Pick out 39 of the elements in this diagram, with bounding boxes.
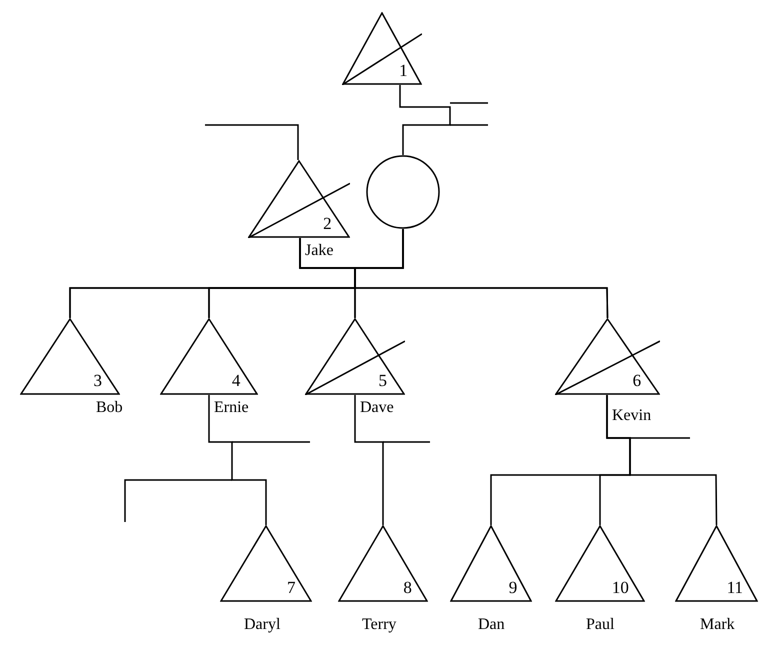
person-number: 11 — [726, 579, 744, 596]
male-triangle — [450, 525, 532, 602]
male-triangle — [675, 525, 758, 602]
person-name: Daryl — [244, 617, 280, 633]
male-triangle — [555, 525, 645, 602]
kinship-line — [606, 395, 718, 525]
person-number: 2 — [323, 215, 332, 232]
male-triangle — [20, 318, 120, 395]
male-triangle — [305, 318, 405, 395]
person-number: 4 — [232, 372, 240, 389]
kinship-line — [354, 395, 384, 525]
person-number: 8 — [403, 579, 412, 596]
kinship-line — [205, 124, 299, 160]
person-name: Mark — [700, 617, 735, 633]
person-name: Kevin — [612, 408, 652, 424]
person-name: Paul — [586, 617, 614, 633]
person-name: Terry — [362, 617, 396, 633]
person-number: 10 — [612, 579, 629, 596]
person-name: Jake — [305, 243, 334, 259]
male-triangle — [338, 525, 428, 602]
person-number: 7 — [286, 579, 296, 596]
person-name: Bob — [96, 400, 123, 416]
person-name: Ernie — [214, 400, 249, 416]
person-name: Dan — [478, 617, 505, 633]
person-number: 9 — [508, 579, 518, 596]
person-name: Dave — [360, 400, 394, 416]
male-triangle — [342, 12, 422, 85]
kinship-line — [354, 229, 608, 318]
male-triangle — [220, 525, 312, 602]
person-number: 6 — [632, 372, 642, 389]
male-triangle — [555, 318, 660, 395]
person-number: 1 — [399, 62, 408, 79]
person-number: 3 — [94, 372, 102, 389]
person-number: 5 — [378, 372, 387, 389]
kinship-line — [399, 85, 451, 155]
kinship-line — [208, 395, 267, 525]
male-triangle — [248, 160, 350, 238]
male-triangle — [160, 318, 258, 395]
female-circle — [366, 155, 440, 229]
